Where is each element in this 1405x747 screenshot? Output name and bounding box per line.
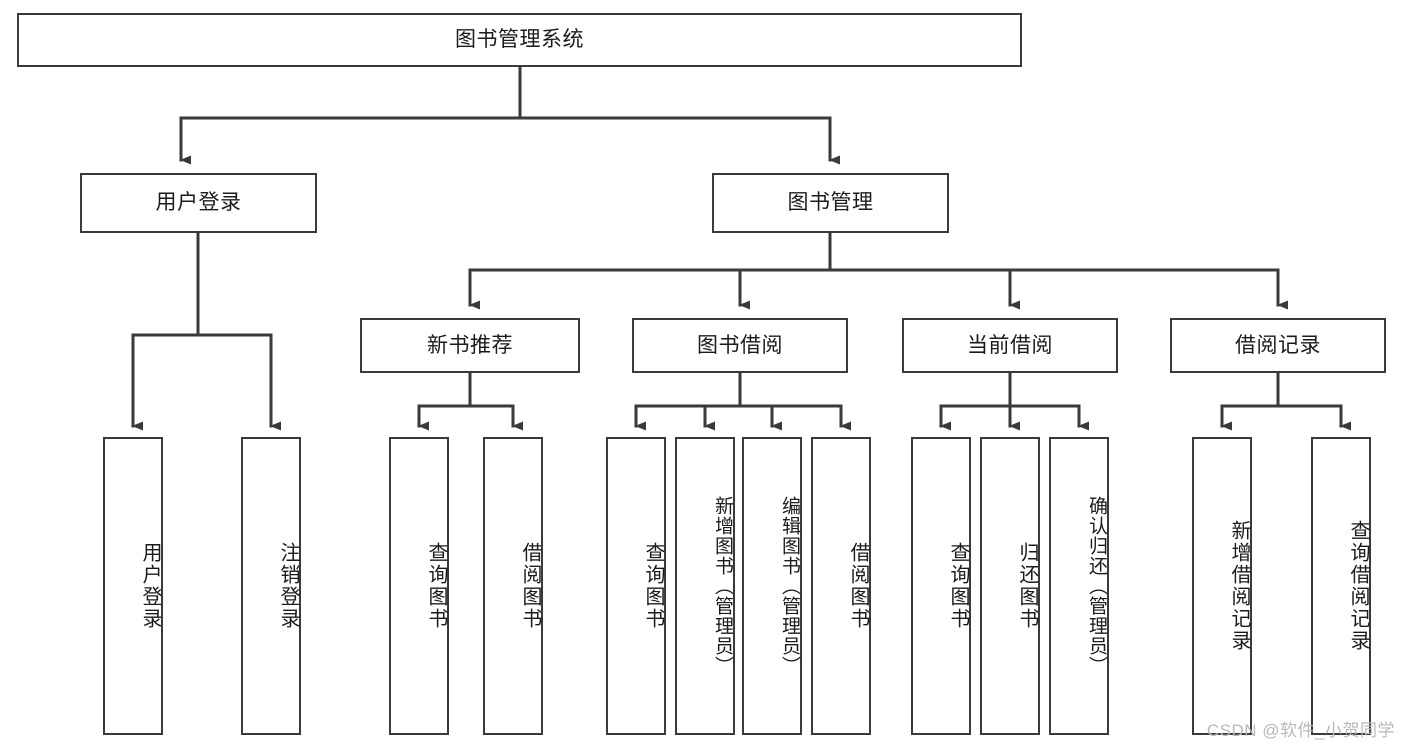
node-label: 注销登录 — [277, 542, 299, 630]
node-label: 确认归还（管理员） — [1086, 496, 1107, 676]
node-leaf-return-book[interactable]: 归还图书 — [980, 437, 1040, 735]
node-label: 新书推荐 — [427, 333, 513, 357]
node-label: 新增图书（管理员） — [712, 496, 733, 676]
node-label: 查询图书 — [947, 542, 969, 630]
node-current-borrow[interactable]: 当前借阅 — [902, 318, 1118, 373]
node-leaf-query-book-recommend[interactable]: 查询图书 — [389, 437, 449, 735]
node-new-book-recommend[interactable]: 新书推荐 — [360, 318, 580, 373]
node-leaf-query-book-borrow[interactable]: 查询图书 — [606, 437, 666, 735]
node-user-login[interactable]: 用户登录 — [80, 173, 317, 233]
node-label: 用户登录 — [155, 191, 242, 215]
node-label: 图书借阅 — [697, 333, 783, 357]
node-book-management[interactable]: 图书管理 — [712, 173, 949, 233]
node-leaf-query-borrow-record[interactable]: 查询借阅记录 — [1311, 437, 1371, 735]
node-leaf-user-login[interactable]: 用户登录 — [103, 437, 163, 735]
node-label: 图书管理 — [787, 191, 874, 215]
node-label: 图书管理系统 — [455, 28, 584, 52]
node-leaf-add-book-admin[interactable]: 新增图书（管理员） — [675, 437, 735, 735]
node-label: 查询图书 — [425, 542, 447, 630]
node-label: 借阅记录 — [1235, 333, 1321, 357]
node-label: 借阅图书 — [847, 542, 869, 630]
node-leaf-add-borrow-record[interactable]: 新增借阅记录 — [1192, 437, 1252, 735]
node-leaf-query-book-current[interactable]: 查询图书 — [911, 437, 971, 735]
csdn-watermark: CSDN @软件_小贺同学 — [1206, 721, 1395, 740]
node-label: 用户登录 — [139, 542, 161, 630]
node-label: 查询图书 — [642, 542, 664, 630]
node-leaf-borrow-book[interactable]: 借阅图书 — [811, 437, 871, 735]
node-label: 新增借阅记录 — [1228, 520, 1250, 652]
node-root-book-management-system[interactable]: 图书管理系统 — [17, 13, 1022, 67]
node-borrow-record[interactable]: 借阅记录 — [1170, 318, 1386, 373]
node-label: 借阅图书 — [519, 542, 541, 630]
node-leaf-borrow-book-recommend[interactable]: 借阅图书 — [483, 437, 543, 735]
node-leaf-edit-book-admin[interactable]: 编辑图书（管理员） — [742, 437, 802, 735]
node-leaf-logout[interactable]: 注销登录 — [241, 437, 301, 735]
node-leaf-confirm-return-admin[interactable]: 确认归还（管理员） — [1049, 437, 1109, 735]
node-label: 归还图书 — [1016, 542, 1038, 630]
node-label: 当前借阅 — [967, 333, 1053, 357]
node-label: 查询借阅记录 — [1347, 520, 1369, 652]
node-book-borrow[interactable]: 图书借阅 — [632, 318, 848, 373]
node-label: 编辑图书（管理员） — [779, 496, 800, 676]
